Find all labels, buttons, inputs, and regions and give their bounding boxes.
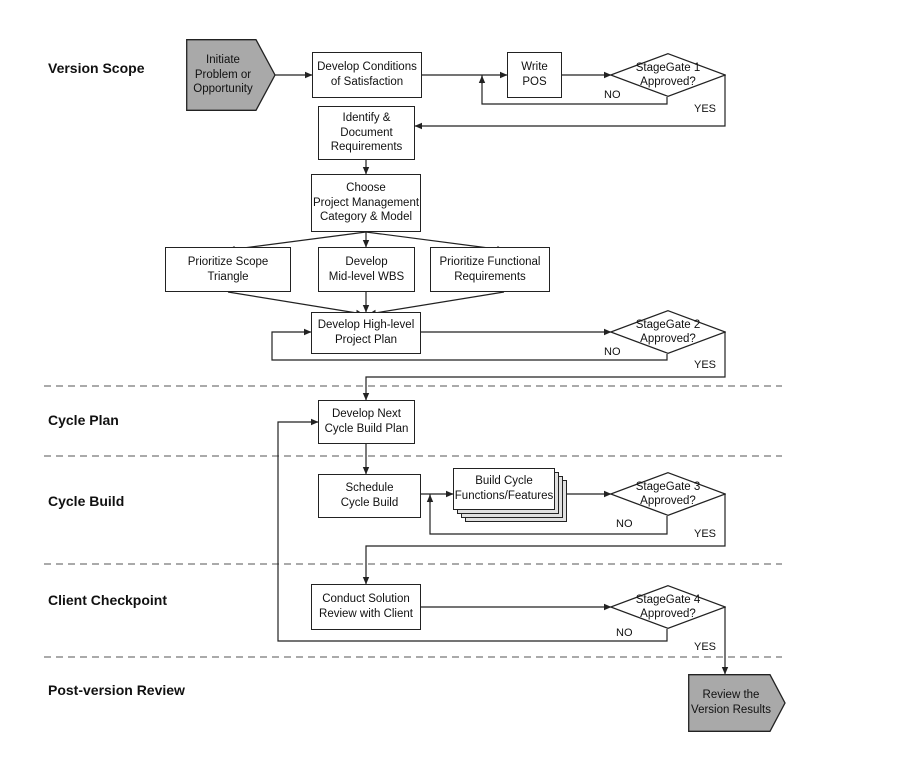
- edge-label-no: NO: [616, 518, 633, 530]
- edge-label-yes: YES: [694, 641, 717, 653]
- choose-model-box: Choose Project Management Category & Mod…: [311, 174, 421, 232]
- stagegate-4-diamond: StageGate 4 Approved?: [610, 585, 726, 629]
- schedule-build-box: Schedule Cycle Build: [318, 474, 421, 518]
- diamond-shape: [610, 310, 726, 354]
- stagegate-2-label: StageGate 2 Approved?: [635, 318, 701, 345]
- connector-no-loop: [429, 494, 668, 535]
- connector-arrow: [227, 291, 364, 317]
- start-terminal: Initiate Problem or Opportunity: [186, 39, 276, 111]
- develop-conditions-box: Develop Conditions of Satisfaction: [312, 52, 422, 98]
- stagegate-3-label: StageGate 3 Approved?: [635, 480, 701, 507]
- connector-yes: [414, 75, 726, 130]
- connector-no-loop: [271, 328, 668, 361]
- phase-label-cycle-build: Cycle Build: [48, 493, 125, 509]
- build-features-box: Build Cycle Functions/Features: [453, 468, 555, 510]
- phase-label-cycle-plan: Cycle Plan: [48, 412, 119, 428]
- edge-label-no: NO: [616, 627, 633, 639]
- connector-yes: [362, 494, 726, 585]
- end-terminal-shape: [688, 674, 786, 732]
- prioritize-functional-box: Prioritize Functional Requirements: [430, 247, 550, 292]
- edge-label-yes: YES: [694, 359, 717, 371]
- solution-review-box: Conduct Solution Review with Client: [311, 584, 421, 630]
- phase-label-version-scope: Version Scope: [48, 60, 145, 76]
- connector-no-loop: [277, 418, 668, 642]
- edge-label-no: NO: [604, 346, 621, 358]
- high-level-plan-box: Develop High-level Project Plan: [311, 312, 421, 354]
- stagegate-1-diamond: StageGate 1 Approved?: [610, 53, 726, 97]
- end-terminal-label: Review the Version Results: [691, 689, 771, 716]
- write-pos-box: Write POS: [507, 52, 562, 98]
- end-terminal: Review the Version Results: [688, 674, 786, 732]
- start-terminal-shape: [186, 39, 276, 111]
- edge-label-no: NO: [604, 89, 621, 101]
- edge-label-yes: YES: [694, 103, 717, 115]
- phase-label-client-checkpoint: Client Checkpoint: [48, 592, 168, 608]
- connector-yes: [362, 332, 726, 401]
- diamond-shape: [610, 53, 726, 97]
- next-cycle-plan-box: Develop Next Cycle Build Plan: [318, 400, 415, 444]
- connector-arrow: [368, 291, 505, 317]
- develop-wbs-box: Develop Mid-level WBS: [318, 247, 415, 292]
- start-terminal-label: Initiate Problem or Opportunity: [193, 53, 253, 96]
- stagegate-4-label: StageGate 4 Approved?: [635, 593, 701, 620]
- identify-requirements-box: Identify & Document Requirements: [318, 106, 415, 160]
- edge-label-yes: YES: [694, 528, 717, 540]
- stagegate-2-diamond: StageGate 2 Approved?: [610, 310, 726, 354]
- diamond-shape: [610, 472, 726, 516]
- phase-label-post-version-review: Post-version Review: [48, 682, 185, 698]
- stagegate-3-diamond: StageGate 3 Approved?: [610, 472, 726, 516]
- diamond-shape: [610, 585, 726, 629]
- stagegate-1-label: StageGate 1 Approved?: [635, 61, 701, 88]
- connector-no-loop: [481, 75, 668, 105]
- prioritize-scope-box: Prioritize Scope Triangle: [165, 247, 291, 292]
